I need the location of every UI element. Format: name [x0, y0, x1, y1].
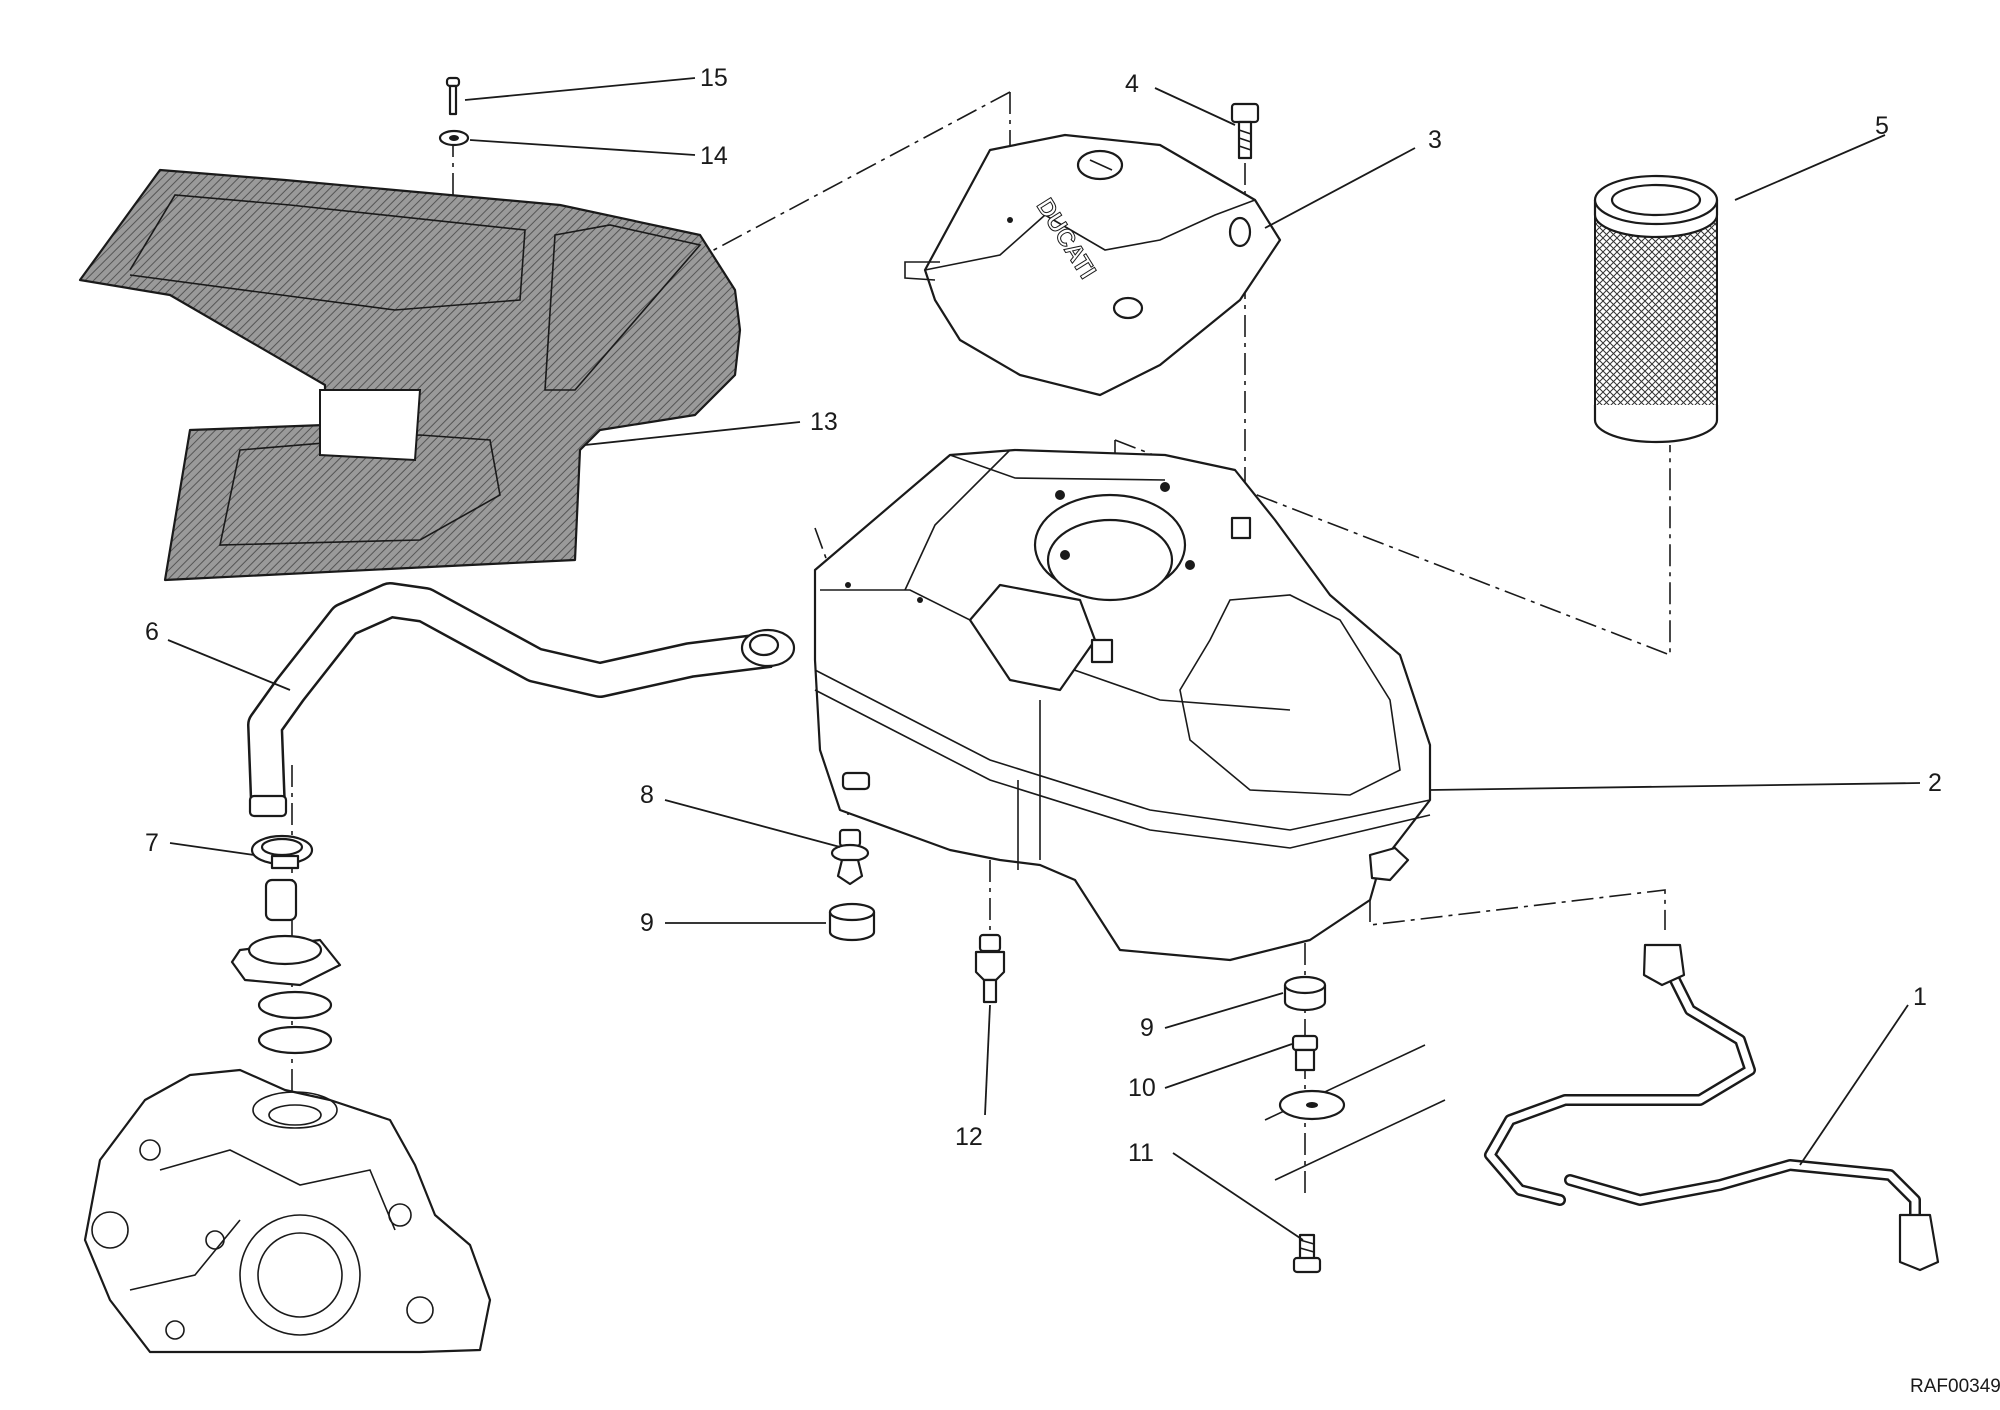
callout-13: 13 — [810, 408, 838, 436]
callout-8: 8 — [640, 781, 654, 809]
airbox-cover — [904, 133, 1282, 397]
hose-clamp — [250, 834, 314, 870]
breather-valve — [230, 878, 342, 1055]
callout-11: 11 — [1128, 1139, 1154, 1167]
drain-nipple — [974, 933, 1006, 1004]
callout-15: 15 — [700, 64, 728, 92]
callout-12: 12 — [955, 1123, 983, 1151]
callout-3: 3 — [1428, 126, 1442, 154]
cover-bolt — [1230, 102, 1260, 160]
callout-9-left: 9 — [640, 909, 654, 937]
callout-1: 1 — [1913, 983, 1927, 1011]
mounting-hardware-right — [1264, 975, 1446, 1274]
leader-lines — [167, 77, 1921, 1241]
screw-and-washer — [438, 76, 470, 147]
callout-10: 10 — [1128, 1074, 1156, 1102]
drain-tube — [1484, 943, 1940, 1272]
breather-hose — [247, 582, 796, 818]
mounting-stud-left — [828, 828, 876, 942]
callout-7: 7 — [145, 829, 159, 857]
heat-shield-panel — [78, 168, 742, 582]
drawing-code: RAF00349 — [1910, 1376, 2000, 1397]
callout-4: 4 — [1125, 70, 1139, 98]
air-filter-element — [1593, 174, 1719, 444]
callout-2: 2 — [1928, 769, 1942, 797]
callout-5: 5 — [1875, 112, 1889, 140]
airbox-housing — [813, 448, 1432, 962]
engine-crankcase — [83, 1068, 492, 1354]
callout-14: 14 — [700, 142, 728, 170]
callout-6: 6 — [145, 618, 159, 646]
callout-9-right: 9 — [1140, 1014, 1154, 1042]
callout-numbers: 15 14 4 3 5 13 6 7 8 9 2 9 10 11 12 1 — [145, 64, 1942, 1167]
